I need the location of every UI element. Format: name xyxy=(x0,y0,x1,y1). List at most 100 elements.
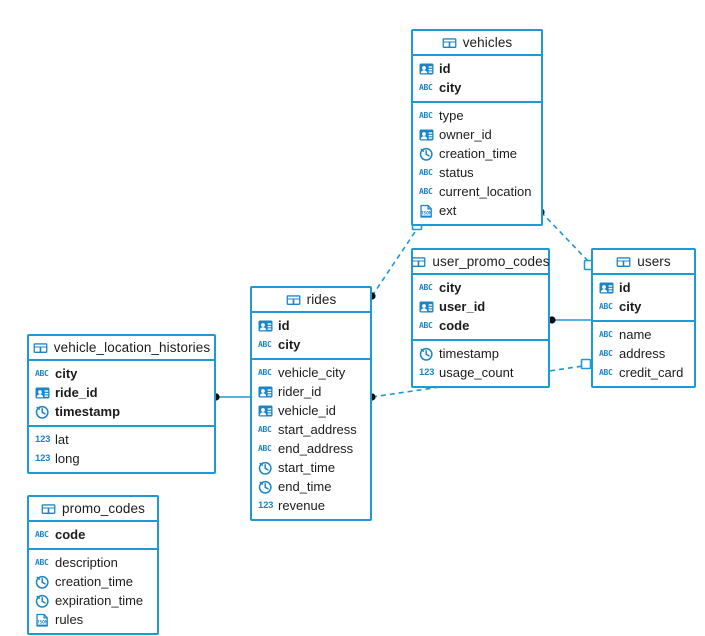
abc-icon: ABC xyxy=(419,167,433,177)
abc-icon: ABC xyxy=(419,110,433,120)
id-card-icon xyxy=(35,386,50,400)
table-header-vehicle_location_histories[interactable]: vehicle_location_histories xyxy=(29,336,214,361)
column-row-pk[interactable]: id xyxy=(413,59,541,78)
svg-text:JSON: JSON xyxy=(421,210,432,216)
column-row-pk[interactable]: id xyxy=(593,278,694,297)
column-name: end_time xyxy=(278,479,332,494)
column-row[interactable]: expiration_time xyxy=(29,591,157,610)
table-header-users[interactable]: users xyxy=(593,250,694,275)
abc-icon: ABC xyxy=(599,329,613,339)
abc-icon: ABC xyxy=(35,557,49,567)
column-row[interactable]: ABC description xyxy=(29,553,157,572)
abc-icon: ABC xyxy=(599,367,613,377)
table-icon xyxy=(33,341,48,355)
clock-icon xyxy=(258,480,273,494)
column-name: current_location xyxy=(439,184,532,199)
column-row[interactable]: timestamp xyxy=(413,344,548,363)
table-title: user_promo_codes xyxy=(432,254,550,269)
relationship-rel-vlh-rides[interactable] xyxy=(212,393,250,401)
abc-icon: ABC xyxy=(35,529,49,539)
column-row-pk[interactable]: ABC code xyxy=(29,525,157,544)
clock-icon xyxy=(35,405,50,419)
table-title: vehicle_location_histories xyxy=(53,340,211,355)
column-name: city xyxy=(439,280,462,295)
column-row[interactable]: owner_id xyxy=(413,125,541,144)
abc-icon: ABC xyxy=(258,424,272,434)
column-name: credit_card xyxy=(619,365,684,380)
column-name: name xyxy=(619,327,652,342)
column-row-pk[interactable]: timestamp xyxy=(29,402,214,421)
table-header-vehicles[interactable]: vehicles xyxy=(413,31,541,56)
column-row[interactable]: rider_id xyxy=(252,382,370,401)
table-header-rides[interactable]: rides xyxy=(252,288,370,313)
abc-icon: ABC xyxy=(419,186,433,196)
number-icon: 123 xyxy=(258,499,274,511)
column-name: city xyxy=(439,80,462,95)
column-name: vehicle_id xyxy=(278,403,336,418)
column-section-promo_codes: ABC description creation_time expiration_ti… xyxy=(29,550,157,633)
column-name: description xyxy=(55,555,118,570)
column-name: revenue xyxy=(278,498,325,513)
column-row[interactable]: creation_time xyxy=(413,144,541,163)
column-row-pk[interactable]: user_id xyxy=(413,297,548,316)
column-name: start_address xyxy=(278,422,357,437)
svg-text:JSON: JSON xyxy=(37,619,48,625)
column-row[interactable]: creation_time xyxy=(29,572,157,591)
table-icon xyxy=(411,255,426,269)
column-row[interactable]: 123 revenue xyxy=(252,496,370,515)
column-name: city xyxy=(619,299,642,314)
column-row[interactable]: ABC name xyxy=(593,325,694,344)
column-name: long xyxy=(55,451,80,466)
column-row-pk[interactable]: id xyxy=(252,316,370,335)
table-header-promo_codes[interactable]: promo_codes xyxy=(29,497,157,522)
abc-icon: ABC xyxy=(419,320,433,330)
table-title: rides xyxy=(306,292,337,307)
table-header-user_promo_codes[interactable]: user_promo_codes xyxy=(411,250,550,275)
column-name: code xyxy=(55,527,86,542)
table-icon xyxy=(442,36,457,50)
column-row[interactable]: start_time xyxy=(252,458,370,477)
relationship-rel-upc-users[interactable] xyxy=(548,316,591,324)
column-row-pk[interactable]: ride_id xyxy=(29,383,214,402)
column-name: type xyxy=(439,108,464,123)
column-row[interactable]: ABC type xyxy=(413,106,541,125)
column-row[interactable]: ABC current_location xyxy=(413,182,541,201)
column-row[interactable]: ABC start_address xyxy=(252,420,370,439)
table-icon xyxy=(616,255,631,269)
column-name: expiration_time xyxy=(55,593,144,608)
column-row[interactable]: vehicle_id xyxy=(252,401,370,420)
column-row[interactable]: ABC credit_card xyxy=(593,363,694,382)
id-card-icon xyxy=(419,62,434,76)
clock-icon xyxy=(258,461,273,475)
abc-icon: ABC xyxy=(258,443,272,453)
column-row[interactable]: end_time xyxy=(252,477,370,496)
